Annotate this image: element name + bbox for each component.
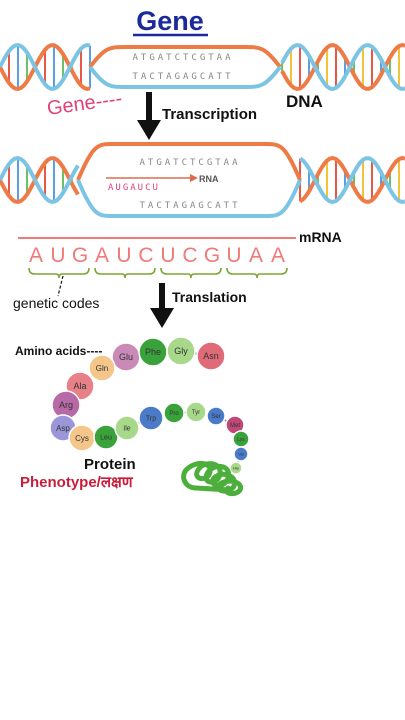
- amino-acid-label: Leu: [100, 434, 112, 441]
- title: Gene: [136, 6, 204, 36]
- mrna-base: G: [204, 244, 220, 267]
- amino-acid-cys: Cys: [68, 424, 96, 452]
- mrna-base: C: [182, 244, 197, 267]
- dna-helix-transcription: [0, 142, 405, 218]
- dna-backbone-strand: [0, 155, 80, 204]
- amino-acid-bead: [138, 405, 164, 431]
- codon-bracket: [28, 267, 90, 279]
- amino-acid-label: Pro: [169, 411, 179, 417]
- protein-label: Protein: [84, 456, 136, 473]
- amino-acid-phe: Phe: [138, 337, 168, 367]
- codon-brackets: [28, 267, 288, 279]
- amino-acid-ser: Ser: [206, 406, 226, 426]
- mrna-base: U: [226, 244, 241, 267]
- translation-label: Translation: [172, 289, 247, 305]
- mrna-base: G: [72, 244, 88, 267]
- mrna-base: U: [50, 244, 65, 267]
- amino-acid-label: Phe: [145, 347, 161, 357]
- dna-bottom-strand-2: TACTAGAGCATT: [139, 201, 240, 211]
- dna-helix-top: [0, 42, 405, 92]
- amino-acid-label: Lys: [237, 437, 245, 443]
- amino-acid-pro: Pro: [163, 402, 185, 424]
- amino-acid-label: Gln: [96, 364, 108, 373]
- amino-acid-bead: [196, 341, 226, 371]
- amino-acid-label: Arg: [59, 400, 73, 410]
- dna-top-strand: ATGATCTCGTAA: [132, 53, 233, 63]
- mrna-base: U: [116, 244, 131, 267]
- amino-acid-label: Val: [238, 451, 244, 456]
- rna-partial: AUGAUCU: [108, 183, 160, 193]
- amino-acid-his: His: [229, 461, 243, 475]
- amino-acid-lys: Lys: [232, 430, 250, 448]
- dna-backbone-strand: [0, 43, 91, 92]
- transcription-label: Transcription: [162, 106, 257, 123]
- amino-acid-bead: [206, 406, 226, 426]
- amino-acid-label: Ile: [123, 425, 131, 432]
- amino-acid-asn: Asn: [196, 341, 226, 371]
- amino-acids-label: Amino acids----: [15, 344, 102, 358]
- dna-backbone-strand: [298, 155, 405, 204]
- dna-backbone-strand: [298, 156, 405, 205]
- dna-bubble-lower-strand: [76, 179, 302, 218]
- transcription-arrow: [137, 92, 161, 140]
- amino-acid-gln: Gln: [88, 354, 116, 382]
- amino-acid-trp: Trp: [138, 405, 164, 431]
- amino-acid-label: Cys: [75, 434, 89, 443]
- mrna-base: A: [29, 244, 43, 267]
- codon-bracket: [94, 267, 156, 279]
- dna-strand-top-letters: ATGATCTCGTAA TACTAGAGCATT: [132, 53, 233, 82]
- mrna-base: A: [249, 244, 263, 267]
- folded-protein-icon: [181, 461, 244, 497]
- amino-acid-bead: [114, 415, 140, 441]
- phenotype-label: Phenotype/लक्षण: [20, 474, 134, 491]
- dna-backbone-strand: [0, 156, 80, 205]
- amino-acid-gly: Gly: [166, 336, 196, 366]
- amino-acid-label: Asn: [203, 351, 219, 361]
- amino-acid-label: Met: [230, 423, 240, 429]
- codon-bracket: [226, 267, 288, 279]
- translation-arrow: [150, 283, 174, 328]
- amino-acid-label: His: [233, 465, 239, 470]
- dna-bubble-upper-strand: [88, 45, 282, 69]
- rna-arrow: [106, 174, 198, 182]
- amino-acid-bead: [163, 402, 185, 424]
- amino-acid-label: Asp: [56, 424, 70, 433]
- amino-acid-label: Tyr: [192, 410, 200, 416]
- dna-bubble-lower-strand: [88, 65, 282, 89]
- amino-acid-bead: [88, 354, 116, 382]
- mrna-base: U: [160, 244, 175, 267]
- amino-acid-ile: Ile: [114, 415, 140, 441]
- amino-acid-label: Glu: [119, 352, 133, 362]
- dna-label: DNA: [286, 92, 323, 111]
- genetic-codes-label: genetic codes: [13, 295, 99, 311]
- amino-acid-label: Gly: [174, 346, 188, 356]
- amino-acid-bead: [185, 401, 207, 423]
- gene-label: Gene----: [46, 88, 124, 120]
- rna-label: RNA: [199, 174, 219, 184]
- dna-top-strand-2: ATGATCTCGTAA: [139, 158, 240, 168]
- mrna-base: C: [138, 244, 153, 267]
- amino-acid-bead: [233, 446, 249, 462]
- dna-backbone-strand: [280, 42, 405, 92]
- mrna-label: mRNA: [299, 229, 342, 245]
- amino-acid-label: Trp: [146, 415, 156, 422]
- genetic-codes-pointer: [57, 275, 64, 297]
- dna-backbone-strand: [0, 42, 91, 91]
- dna-bottom-strand: TACTAGAGCATT: [132, 72, 233, 82]
- dna-bubble-upper-strand: [76, 142, 302, 181]
- codon-bracket: [160, 267, 222, 279]
- mrna-base: A: [95, 244, 109, 267]
- amino-acid-label: Ala: [73, 381, 86, 391]
- amino-acid-bead: [229, 461, 243, 475]
- amino-acid-label: Ser: [211, 414, 220, 420]
- mrna-base: A: [271, 244, 285, 267]
- amino-acid-glu: Glu: [111, 342, 141, 372]
- amino-acid-tyr: Tyr: [185, 401, 207, 423]
- amino-acid-bead: [166, 336, 196, 366]
- amino-acid-val: Val: [233, 446, 249, 462]
